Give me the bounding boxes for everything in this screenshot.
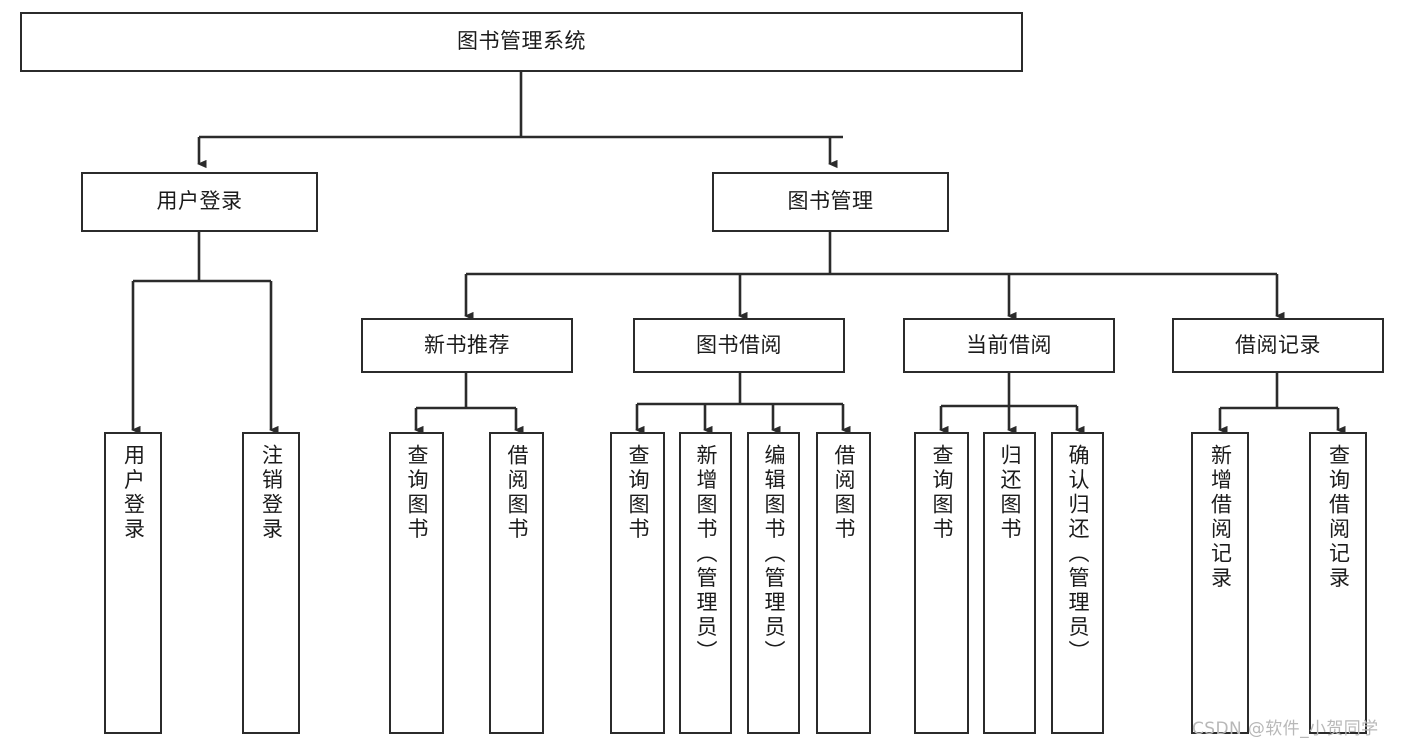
- node-leaf-query-book-2[interactable]: 查询图书: [610, 432, 665, 734]
- node-leaf-query-book-2-label: 查询图书: [626, 444, 650, 542]
- node-book-manage[interactable]: 图书管理: [712, 172, 949, 232]
- node-current-borrow[interactable]: 当前借阅: [903, 318, 1115, 373]
- node-leaf-query-book-1-label: 查询图书: [405, 444, 429, 542]
- node-leaf-user-logout-label: 注销登录: [259, 444, 284, 542]
- node-book-manage-label: 图书管理: [787, 189, 874, 214]
- node-user-login[interactable]: 用户登录: [81, 172, 318, 232]
- node-new-book-rec-label: 新书推荐: [424, 332, 510, 357]
- node-root[interactable]: 图书管理系统: [20, 12, 1023, 72]
- watermark: CSDN @软件_小贺同学: [1192, 719, 1379, 739]
- node-leaf-return-book-label: 归还图书: [998, 444, 1022, 542]
- node-new-book-rec[interactable]: 新书推荐: [361, 318, 573, 373]
- node-leaf-borrow-book-2-label: 借阅图书: [832, 444, 856, 542]
- node-book-borrow-label: 图书借阅: [696, 332, 782, 357]
- node-borrow-record[interactable]: 借阅记录: [1172, 318, 1384, 373]
- node-leaf-query-book-1[interactable]: 查询图书: [389, 432, 444, 734]
- node-leaf-edit-book-label: 编辑图书（管理员）: [762, 444, 786, 665]
- node-borrow-record-label: 借阅记录: [1235, 332, 1321, 357]
- node-leaf-add-record-label: 新增借阅记录: [1208, 444, 1233, 591]
- node-leaf-edit-book[interactable]: 编辑图书（管理员）: [747, 432, 800, 734]
- node-leaf-query-book-3[interactable]: 查询图书: [914, 432, 969, 734]
- node-leaf-confirm-return-label: 确认归还（管理员）: [1066, 444, 1090, 665]
- node-leaf-query-record-label: 查询借阅记录: [1326, 444, 1351, 591]
- node-book-borrow[interactable]: 图书借阅: [633, 318, 845, 373]
- node-leaf-query-book-3-label: 查询图书: [930, 444, 954, 542]
- node-leaf-user-logout[interactable]: 注销登录: [242, 432, 300, 734]
- node-leaf-user-login-label: 用户登录: [121, 444, 146, 542]
- node-current-borrow-label: 当前借阅: [966, 332, 1052, 357]
- node-leaf-user-login[interactable]: 用户登录: [104, 432, 162, 734]
- node-leaf-borrow-book-1[interactable]: 借阅图书: [489, 432, 544, 734]
- node-root-label: 图书管理系统: [457, 29, 586, 54]
- node-leaf-return-book[interactable]: 归还图书: [983, 432, 1036, 734]
- node-leaf-add-book-label: 新增图书（管理员）: [694, 444, 718, 665]
- node-leaf-add-record[interactable]: 新增借阅记录: [1191, 432, 1249, 734]
- node-leaf-borrow-book-1-label: 借阅图书: [505, 444, 529, 542]
- node-user-login-label: 用户登录: [156, 189, 243, 214]
- node-leaf-confirm-return[interactable]: 确认归还（管理员）: [1051, 432, 1104, 734]
- node-leaf-query-record[interactable]: 查询借阅记录: [1309, 432, 1367, 734]
- node-leaf-borrow-book-2[interactable]: 借阅图书: [816, 432, 871, 734]
- node-leaf-add-book[interactable]: 新增图书（管理员）: [679, 432, 732, 734]
